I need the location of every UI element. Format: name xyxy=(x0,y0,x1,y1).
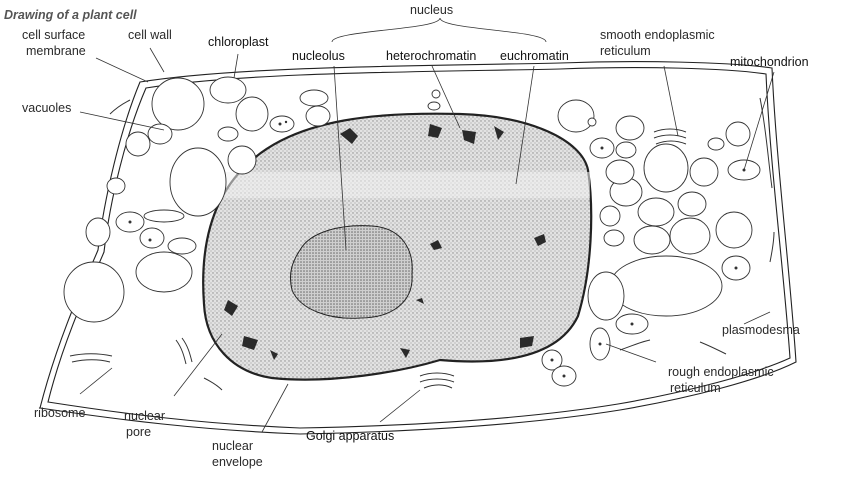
diagram-title: Drawing of a plant cell xyxy=(4,8,137,22)
label-smooth-er-1: smooth endoplasmic xyxy=(600,28,715,42)
label-nucleolus: nucleolus xyxy=(292,49,345,63)
label-cell-surface-membrane-2: membrane xyxy=(26,44,86,58)
label-ribosome: ribosome xyxy=(34,406,85,420)
label-vacuoles: vacuoles xyxy=(22,101,71,115)
label-nucleus: nucleus xyxy=(410,3,453,17)
label-smooth-er-2: reticulum xyxy=(600,44,651,58)
label-rough-er-2: reticulum xyxy=(670,381,721,395)
nucleus xyxy=(202,112,593,381)
label-plasmodesma: plasmodesma xyxy=(722,323,800,337)
label-nuclear-pore-1: nuclear xyxy=(124,409,165,423)
label-cell-wall: cell wall xyxy=(128,28,172,42)
organelles xyxy=(63,76,775,391)
label-heterochromatin: heterochromatin xyxy=(386,49,476,63)
label-rough-er-1: rough endoplasmic xyxy=(668,365,774,379)
leader-lines xyxy=(79,17,775,433)
label-nuclear-envelope-2: envelope xyxy=(212,455,263,469)
label-golgi-apparatus: Golgi apparatus xyxy=(306,429,394,443)
label-nuclear-envelope-1: nuclear xyxy=(212,439,253,453)
label-cell-surface-membrane-1: cell surface xyxy=(22,28,85,42)
label-mitochondrion: mitochondrion xyxy=(730,55,809,69)
labels: cell surface membrane cell wall chloropl… xyxy=(22,3,809,469)
label-euchromatin: euchromatin xyxy=(500,49,569,63)
label-nuclear-pore-2: pore xyxy=(126,425,151,439)
label-chloroplast: chloroplast xyxy=(208,35,269,49)
